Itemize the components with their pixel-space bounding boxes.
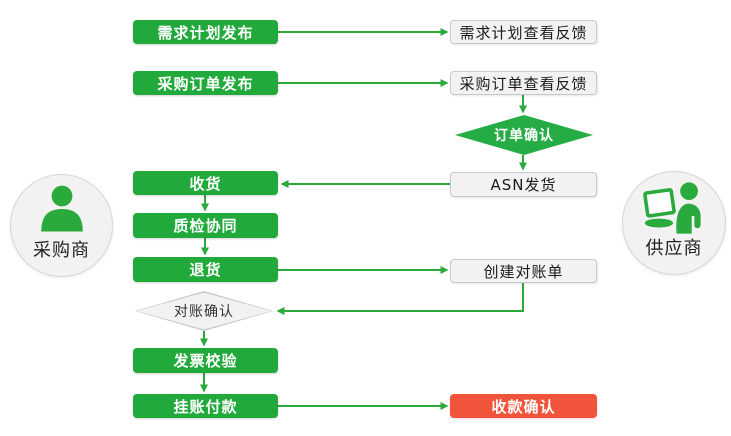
- actor-supplier-label: 供应商: [645, 238, 703, 259]
- actor-supplier: 供应商: [622, 171, 726, 275]
- flow-node-receipt-confirm: 收款确认: [450, 394, 597, 418]
- supplier-person-laptop-icon: [643, 180, 705, 240]
- flow-decision-order-confirm: 订单确认: [455, 115, 593, 155]
- arrow-statement-to-reconcile: [276, 283, 524, 315]
- flow-node-receive-goods: 收货: [133, 171, 278, 195]
- decision-label: 对账确认: [174, 304, 234, 320]
- flow-node-invoice-check: 发票校验: [133, 348, 278, 373]
- decision-label: 订单确认: [494, 128, 554, 144]
- buyer-person-icon: [34, 183, 90, 239]
- flow-node-po-feedback: 采购订单查看反馈: [450, 71, 597, 95]
- flow-node-demand-plan-feedback: 需求计划查看反馈: [450, 20, 597, 44]
- flow-node-book-payment: 挂账付款: [133, 394, 278, 418]
- flow-node-demand-plan-publish: 需求计划发布: [133, 20, 278, 44]
- flow-node-po-publish: 采购订单发布: [133, 71, 278, 95]
- actor-buyer: 采购商: [10, 174, 113, 277]
- flow-node-create-statement: 创建对账单: [450, 259, 597, 283]
- actor-buyer-label: 采购商: [33, 240, 90, 261]
- flow-node-return-goods: 退货: [133, 257, 278, 282]
- flow-node-quality-collab: 质检协同: [133, 213, 278, 238]
- flow-node-asn-ship: ASN发货: [450, 172, 597, 197]
- flow-decision-reconcile-confirm: 对账确认: [135, 291, 273, 331]
